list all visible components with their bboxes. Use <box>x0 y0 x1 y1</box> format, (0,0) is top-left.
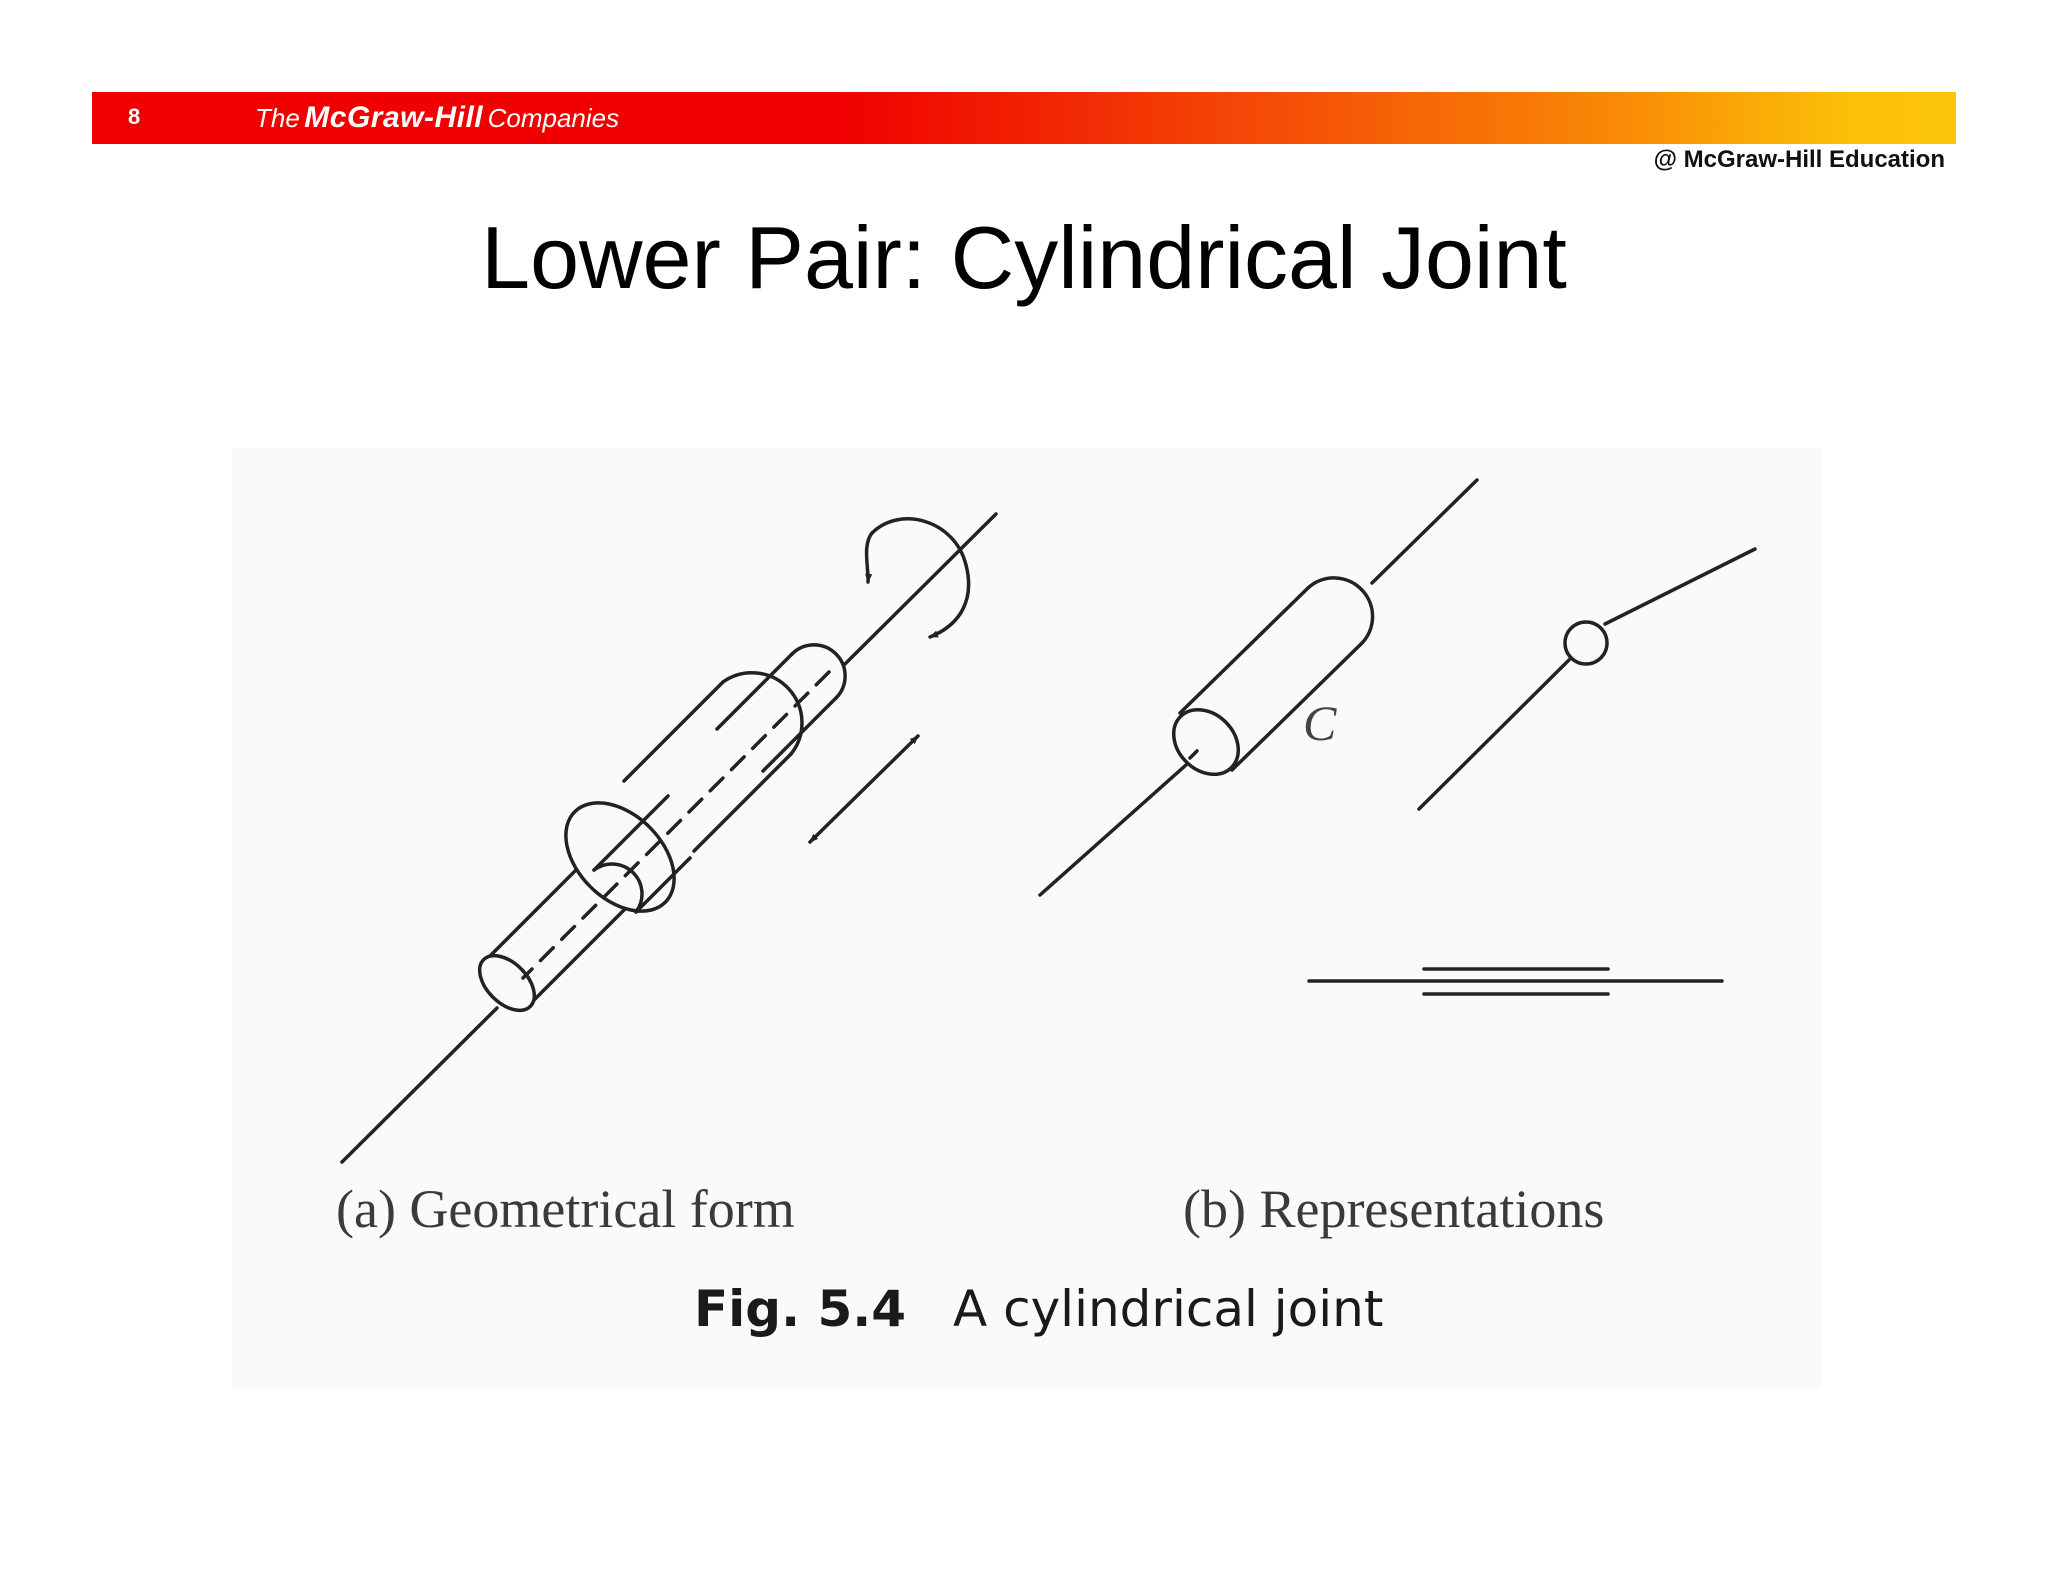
logo-the: The <box>255 103 300 133</box>
figure-caption-text: A cylindrical joint <box>953 1280 1383 1338</box>
logo-companies: Companies <box>487 103 620 133</box>
label-representations: (b) Representations <box>1183 1179 1604 1239</box>
axis-line-bottom <box>340 1006 499 1164</box>
sleeve <box>564 671 804 914</box>
parallel-lines-symbol <box>1307 967 1724 996</box>
hidden-axis-dashed <box>521 670 831 980</box>
header-bar: 8 The McGraw-Hill Companies <box>92 92 1956 144</box>
rotation-arrow-start <box>864 531 874 584</box>
label-geometrical-form: (a) Geometrical form <box>336 1179 795 1239</box>
translation-arrow <box>808 734 920 844</box>
rotation-arrow <box>870 517 971 639</box>
publisher-logo: The McGraw-Hill Companies <box>255 96 619 145</box>
slide-title: Lower Pair: Cylindrical Joint <box>481 208 1567 307</box>
part-label-c: C <box>1303 695 1337 751</box>
axis-line-top <box>843 512 998 666</box>
page-number: 8 <box>128 104 141 129</box>
figure-background <box>232 448 1822 1388</box>
representations-drawing <box>1038 478 1757 996</box>
pin-symbol <box>1417 547 1757 811</box>
geometrical-form-drawing <box>340 512 998 1164</box>
figure-caption-number: Fig. 5.4 <box>694 1280 906 1338</box>
cylinder-symbol <box>1038 478 1479 897</box>
logo-main: McGraw-Hill <box>304 101 484 134</box>
copyright-notice: @ McGraw-Hill Education <box>1653 146 1945 173</box>
